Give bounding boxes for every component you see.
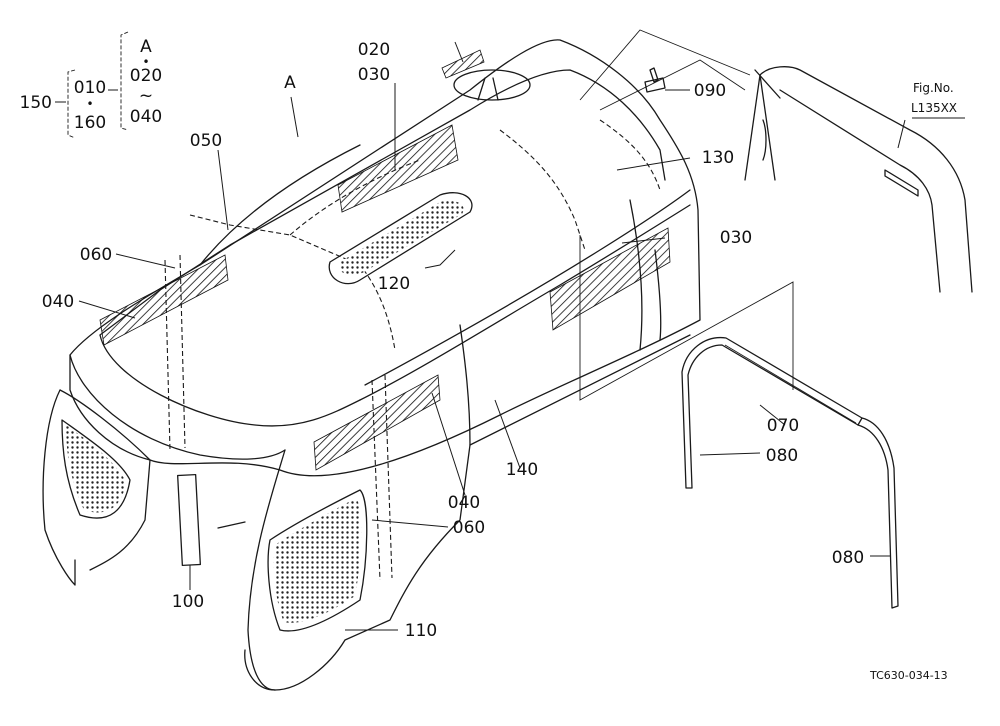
callout-060-left: 060 — [80, 245, 112, 265]
callout-110: 110 — [405, 621, 437, 641]
callout-120: 120 — [378, 274, 410, 294]
bolt-090 — [644, 67, 666, 93]
callout-040-bottom: 040 — [448, 493, 480, 513]
callout-labels: A 020 030 050 060 040 090 130 030 120 14… — [42, 40, 864, 641]
range-right-tilde: ~ — [139, 86, 153, 106]
callout-100: 100 — [172, 592, 204, 612]
callout-140: 140 — [506, 460, 538, 480]
item-150-label: 150 — [20, 93, 52, 113]
cab-body — [42, 39, 701, 691]
range-left-top: 010 — [74, 78, 106, 98]
callout-080-upper: 080 — [766, 446, 798, 466]
callout-090: 090 — [694, 81, 726, 101]
callout-030-top: 030 — [358, 65, 390, 85]
fig-no-label: Fig.No. — [913, 81, 954, 95]
callout-040-left: 040 — [42, 292, 74, 312]
range-left-dot: • — [86, 97, 93, 111]
callout-070: 070 — [767, 416, 799, 436]
frame-inset — [744, 66, 973, 293]
group-bracket-150: 150 010 • 160 A • 020 ~ 040 — [20, 31, 162, 139]
range-left-bottom: 160 — [74, 113, 106, 133]
callout-030-right: 030 — [720, 228, 752, 248]
fig-no-value: L135XX — [911, 101, 957, 115]
callout-130: 130 — [702, 148, 734, 168]
leader-lines — [78, 29, 965, 631]
range-right-dot: • — [142, 55, 149, 69]
figure-reference: Fig.No. L135XX TC630-034-13 — [869, 81, 957, 682]
range-right-start: 020 — [130, 66, 162, 86]
callout-020: 020 — [358, 40, 390, 60]
door-seal — [681, 337, 899, 609]
callout-ref-a: A — [284, 73, 296, 93]
callout-060-bottom: 060 — [453, 518, 485, 538]
range-right-end: 040 — [130, 107, 162, 127]
range-right-ref-a: A — [140, 37, 152, 57]
callout-080-lower: 080 — [832, 548, 864, 568]
drawing-code: TC630-034-13 — [869, 669, 948, 682]
callout-050: 050 — [190, 131, 222, 151]
